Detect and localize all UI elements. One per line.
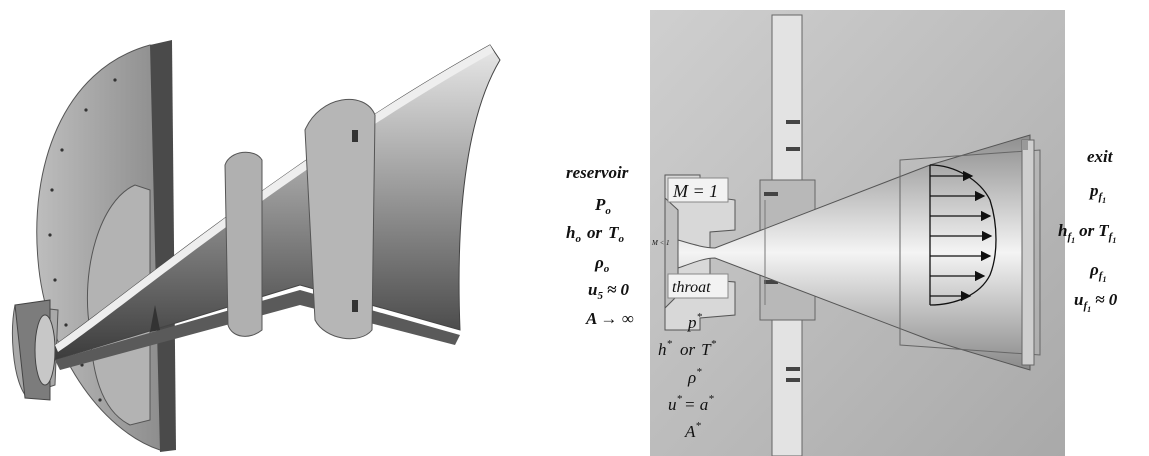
flange-plate-bottom bbox=[771, 309, 803, 456]
throat-title: throat bbox=[672, 279, 711, 296]
exit-title: exit bbox=[1087, 147, 1114, 166]
reservoir-velocity: u5≈ 0 bbox=[588, 280, 630, 302]
nozzle-top-edge bbox=[55, 45, 494, 352]
exit-pressure: pf1 bbox=[1088, 181, 1106, 205]
outlet-flange-lug bbox=[304, 99, 376, 340]
exit-flange bbox=[1021, 139, 1035, 366]
exit-velocity: uf1≈ 0 bbox=[1074, 290, 1118, 314]
subsonic-mach-label: M < 1 bbox=[651, 239, 670, 247]
flange-plate-top bbox=[771, 14, 803, 196]
nozzle-3d-svg bbox=[11, 40, 501, 452]
exit-velocity-profile bbox=[929, 164, 997, 306]
reservoir-area: A→ ∞ bbox=[585, 309, 634, 328]
throat-velocity: u*= a* bbox=[668, 393, 714, 414]
rear-flange-edge bbox=[150, 40, 176, 452]
throat-density: ρ* bbox=[687, 366, 702, 387]
throat-mach-label: M = 1 bbox=[672, 181, 718, 201]
exit-density: ρf1 bbox=[1089, 260, 1106, 284]
reservoir-density: ρo bbox=[594, 253, 610, 275]
throat-area: A* bbox=[684, 420, 701, 441]
nozzle-3d-render bbox=[0, 0, 520, 456]
nozzle-cone bbox=[677, 134, 1031, 371]
reservoir-pressure: Po bbox=[594, 195, 611, 217]
flange-bolts bbox=[764, 120, 800, 382]
throat-pressure: p* bbox=[687, 311, 703, 332]
reservoir-title: reservoir bbox=[566, 163, 629, 182]
